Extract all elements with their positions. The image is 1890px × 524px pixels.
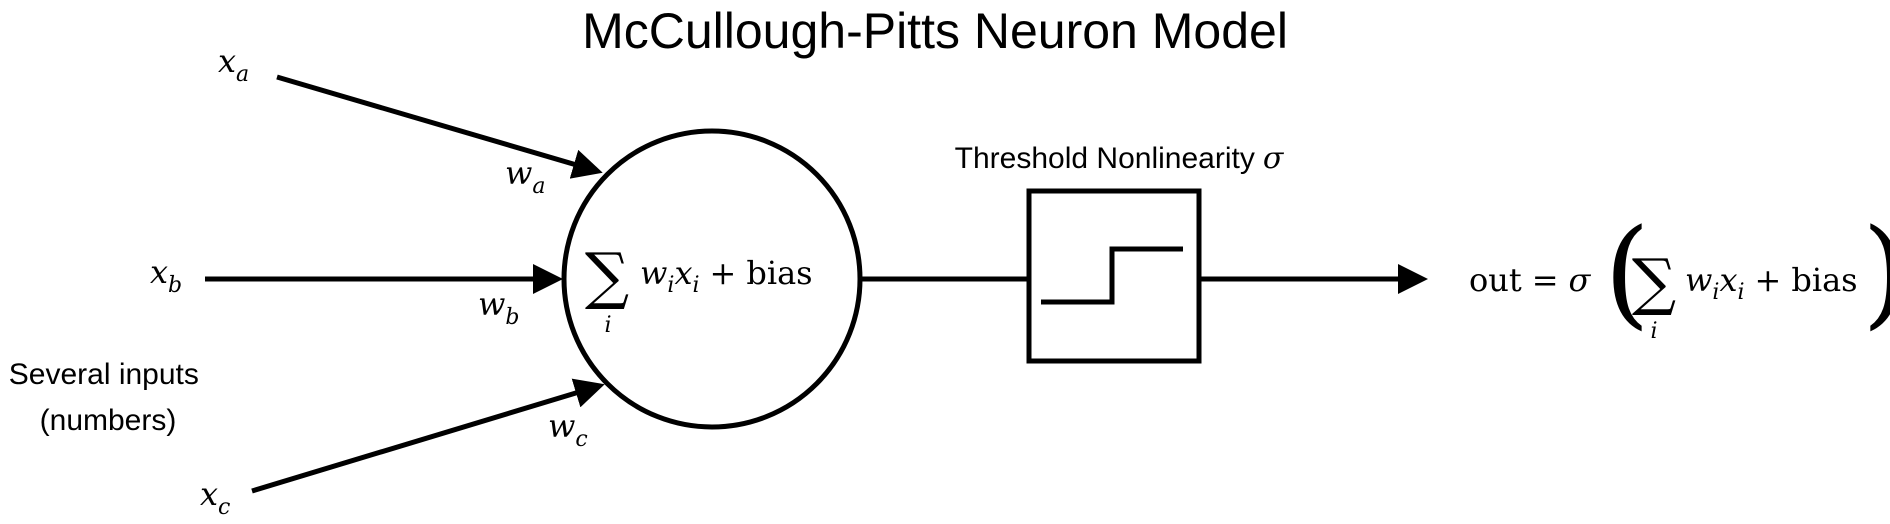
output-right-paren: ) bbox=[1862, 203, 1890, 341]
output-sum-index: i bbox=[1650, 319, 1657, 344]
input-label-a: xa bbox=[218, 42, 249, 87]
output-left-paren: ( bbox=[1604, 203, 1650, 341]
input-arrow-c bbox=[251, 378, 605, 494]
step-function-icon bbox=[1041, 246, 1183, 305]
input-arrow-a bbox=[276, 74, 603, 179]
neuron-sum-index: i bbox=[604, 313, 611, 338]
weight-label-b: wb bbox=[478, 285, 519, 330]
output-sum-expression: wixi+bias bbox=[1685, 261, 1858, 305]
diagram-title: McCullough-Pitts Neuron Model bbox=[582, 3, 1288, 59]
weight-label-c: wc bbox=[548, 407, 588, 452]
neuron-sum-expression: wixi+bias bbox=[640, 254, 813, 298]
threshold-box bbox=[1026, 188, 1202, 364]
input-label-b: xb bbox=[150, 253, 182, 298]
inputs-caption: Several inputs (numbers) bbox=[9, 358, 207, 437]
weight-label-a: wa bbox=[505, 154, 546, 199]
input-label-c: xc bbox=[200, 475, 230, 520]
output-sum-symbol: ∑ bbox=[1632, 245, 1676, 318]
neuron-sum-symbol: ∑ bbox=[585, 239, 629, 312]
output-expression: out=σ bbox=[1469, 261, 1592, 299]
